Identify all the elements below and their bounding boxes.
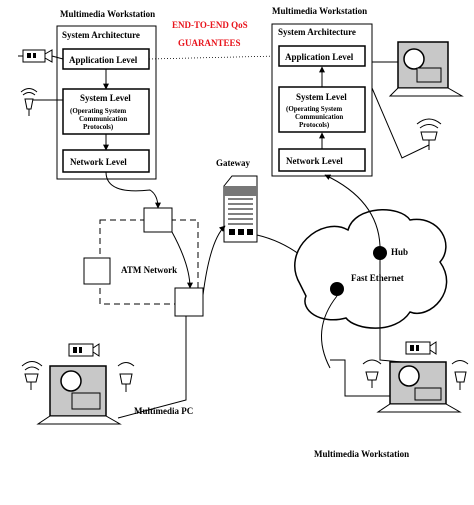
right-application-level [278,45,366,67]
monitor-icon [388,41,464,97]
hub-node [373,246,387,260]
qos-line-1: END-TO-END QoS [172,20,248,30]
video-camera-icon [68,343,100,357]
switch-icon [174,287,204,317]
fast-ethernet-label: Fast Ethernet [351,273,404,283]
left-architecture-box: System Architecture Application Level Sy… [56,25,157,180]
microphone-icon [20,88,63,116]
speaker-icon [21,361,43,390]
atm-network-label: ATM Network [121,265,177,275]
right-architecture-box: System Architecture Application Level Sy… [271,23,373,177]
left-workstation-title: Multimedia Workstation [60,9,155,19]
left-application-label: Application Level [69,55,138,65]
atm-network: ATM Network [83,207,204,317]
gateway-label: Gateway [216,158,250,168]
server-icon [223,175,258,243]
qos-dotted-link [148,55,280,60]
computer-icon [36,365,122,425]
left-system-label: System Level [80,93,131,103]
left-arch-title: System Architecture [62,30,140,40]
fast-ethernet-cloud: Hub Fast Ethernet [294,209,448,329]
multimedia-workstation-bottom-label: Multimedia Workstation [314,449,409,459]
right-system-level [278,86,366,133]
left-system-sub-2: Communication [79,115,127,123]
monitor-icon [376,361,462,413]
right-system-sub-3: Protocols) [299,121,330,129]
switch-icon [143,207,173,233]
right-system-sub-1: (Operating System [286,105,342,113]
right-arch-title: System Architecture [278,27,356,37]
microphone-icon [451,360,469,390]
video-camera-icon [18,49,64,63]
hub-label: Hub [391,247,408,257]
right-network-label: Network Level [286,156,343,166]
left-network-label: Network Level [70,157,127,167]
right-network-level [278,148,366,172]
right-application-label: Application Level [285,52,354,62]
switch-icon [83,257,111,285]
speaker-icon [362,359,382,388]
multimedia-pc-label: Multimedia PC [134,406,193,416]
microphone-icon [117,362,135,392]
ethernet-node [330,282,344,296]
right-workstation-title: Multimedia Workstation [272,6,367,16]
right-system-sub-2: Communication [295,113,343,121]
video-camera-icon [405,341,437,355]
left-system-sub-1: (Operating System [70,107,126,115]
qos-line-2: GUARANTEES [178,38,241,48]
left-system-sub-3: Protocols) [83,123,114,131]
right-system-label: System Level [296,92,347,102]
